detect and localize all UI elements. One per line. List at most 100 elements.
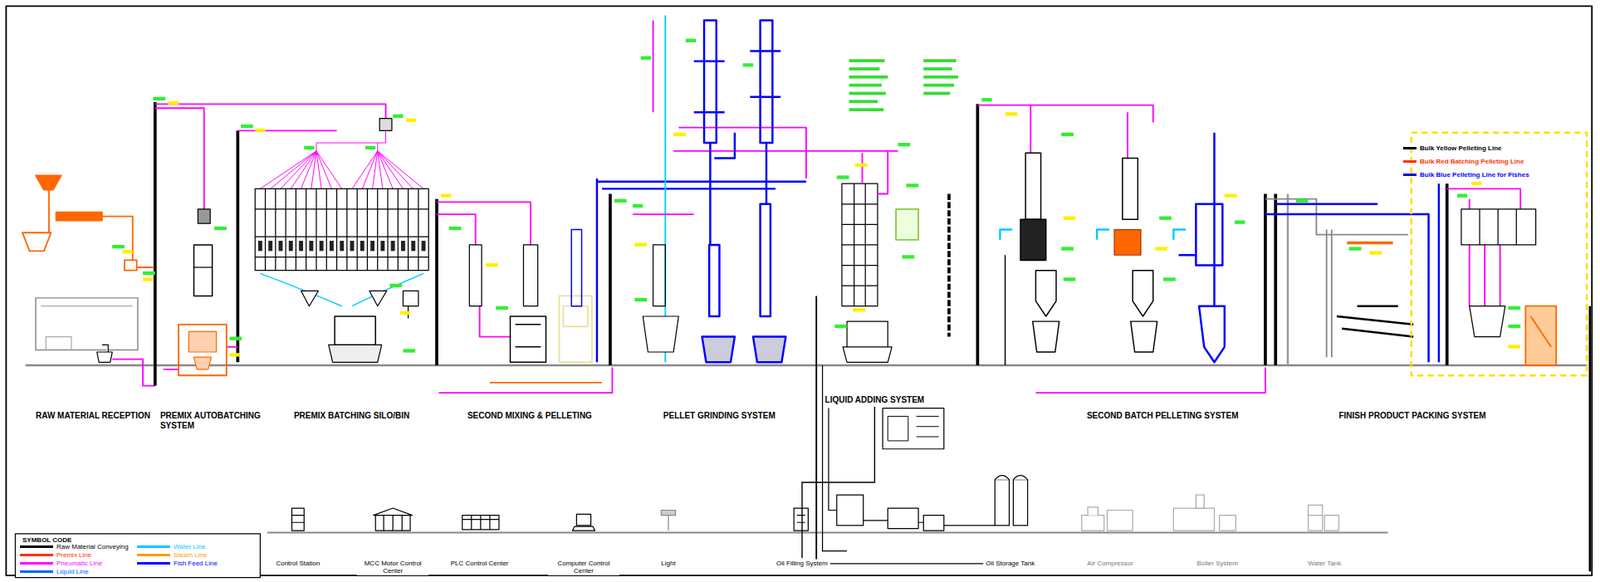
drawing-part: [1308, 514, 1323, 516]
instrument-tag: [640, 56, 651, 60]
section-label: PREMIX AUTOBATCHING SYSTEM: [160, 411, 275, 431]
drawing-part: [278, 240, 284, 251]
instrument-tag: [1296, 199, 1309, 203]
drawing-part: [435, 199, 439, 366]
drawing-part: [849, 67, 881, 71]
water-tank: [1308, 504, 1340, 531]
utility-node: Light: [658, 557, 678, 569]
legend-entry: Liquid Line: [19, 567, 89, 576]
equipment-caption: Boiler System: [1197, 559, 1238, 568]
drawing-part: [1012, 479, 1028, 526]
instrument-tag: [685, 39, 696, 43]
legend-swatch: [1403, 146, 1417, 150]
instrument-tag: [214, 226, 227, 230]
drawing-part: [863, 520, 996, 526]
legend-text: Liquid Line: [56, 567, 89, 576]
packing-zone: [1411, 132, 1587, 377]
instrument-tag: [229, 337, 243, 341]
drawing-part: [259, 151, 342, 189]
equipment-caption: Computer Control Center: [548, 559, 620, 575]
instrument-tag: [614, 199, 627, 203]
instrument-tag: [1154, 246, 1168, 250]
legend-swatch: [1403, 173, 1417, 177]
drawing-part: [1035, 270, 1057, 317]
section-label: PREMIX BATCHING SILO/BIN: [293, 411, 499, 421]
drawing-part: [1004, 254, 1006, 366]
legend-entry: Water Line: [137, 543, 206, 551]
instrument-tag: [632, 204, 643, 208]
drawing-part: [608, 194, 612, 366]
instrument-tag: [834, 324, 847, 328]
drawing-part: [887, 508, 919, 529]
instrument-tag: [1061, 246, 1074, 250]
reception-pit: [35, 298, 138, 351]
drawing-part: [308, 240, 314, 251]
drawing-part: [923, 83, 955, 88]
drawing-part: [797, 515, 806, 524]
drawing-part: [479, 306, 511, 338]
legend-entry: Pneumatic Line: [19, 559, 103, 568]
drawing-part: [694, 50, 781, 113]
instrument-tag: [142, 271, 156, 275]
instrument-tag: [303, 146, 314, 150]
instrument-tag: [1471, 181, 1482, 186]
computer: [572, 513, 595, 531]
pellet-mill: [510, 316, 547, 363]
drawing-part: [436, 201, 531, 245]
instrument-tag: [1061, 132, 1074, 137]
drawing-part: [22, 232, 51, 251]
drawing-part: [1178, 254, 1196, 256]
pelleting-lines: [1005, 152, 1158, 366]
drawing-part: [1087, 507, 1098, 516]
instrument-tag: [1163, 277, 1176, 281]
legend-swatch: [1403, 160, 1417, 163]
mixer: [842, 321, 892, 363]
instrument-tag: [1507, 344, 1521, 348]
legend-text: Bulk Red Batching Pelleting Line: [1419, 157, 1524, 166]
instrument-tag: [743, 63, 754, 67]
silo-fan-lines: [259, 130, 424, 189]
drawing-part: [1308, 504, 1323, 531]
legend-text: Pneumatic Line: [56, 559, 103, 568]
drawing-part: [849, 75, 889, 79]
utility-node: Computer Control Center: [545, 557, 622, 577]
drawing-part: [994, 479, 1009, 526]
equipment-caption: MCC Motor Control Center: [357, 559, 429, 575]
drawing-part: [1032, 321, 1158, 353]
pipe-connector: [802, 406, 875, 558]
drawing-part: [923, 58, 956, 63]
legend-swatch: [137, 545, 171, 549]
packing-scale: [1469, 306, 1506, 338]
instrument-tag: [1507, 324, 1521, 328]
drawing-part: [849, 83, 882, 88]
drawing-part: [436, 214, 476, 245]
column: [571, 229, 582, 307]
grey-line: [1286, 194, 1289, 366]
additive-box: [895, 209, 919, 240]
legend-swatch: [137, 562, 171, 565]
instrument-tag: [168, 101, 179, 105]
drawing-part: [1324, 515, 1339, 531]
ground-line: [25, 364, 1587, 367]
air-compressor: [1081, 507, 1133, 531]
intake-machine: [97, 344, 113, 363]
reception-equipment: [22, 175, 153, 270]
drawing-part: [1219, 515, 1237, 531]
instrument-tag: [855, 163, 868, 167]
legend-swatch: [137, 553, 171, 557]
instrument-tag: [122, 249, 133, 254]
main-mixer: [334, 316, 376, 345]
liquid-adding-box: [882, 408, 945, 450]
drawing-part: [1273, 194, 1278, 366]
instrument-tag: [254, 128, 265, 133]
pipe-connector: [830, 562, 984, 564]
blue-line: [1265, 204, 1429, 363]
instrument-tag: [1369, 250, 1382, 255]
utility-node: Oil Storage Tank: [983, 557, 1038, 569]
drawing-part: [709, 132, 767, 245]
drawing-part: [1195, 204, 1223, 266]
equipment-caption: Light: [660, 559, 676, 568]
drawing-part: [155, 107, 205, 210]
